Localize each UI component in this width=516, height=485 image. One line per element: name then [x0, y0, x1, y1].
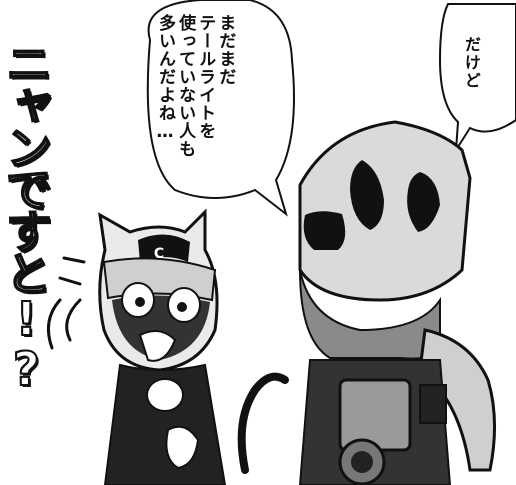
surprise-lines — [46, 256, 86, 350]
speech-bubble-center — [146, 0, 295, 217]
svg-text:C: C — [154, 246, 164, 262]
speech-bubble-center-text: まだまだ テールライトを 使っていない人も 多いんだよね… — [155, 14, 236, 158]
speech-bubble-right-text: だけど — [461, 36, 481, 90]
speech-bubble-right — [438, 3, 516, 151]
cat-tail — [237, 372, 289, 474]
sound-effect-text: ニャンですと!? — [0, 39, 54, 393]
camera — [338, 378, 412, 452]
small-cat-character: C — [98, 208, 289, 485]
large-cat-character — [298, 120, 496, 485]
